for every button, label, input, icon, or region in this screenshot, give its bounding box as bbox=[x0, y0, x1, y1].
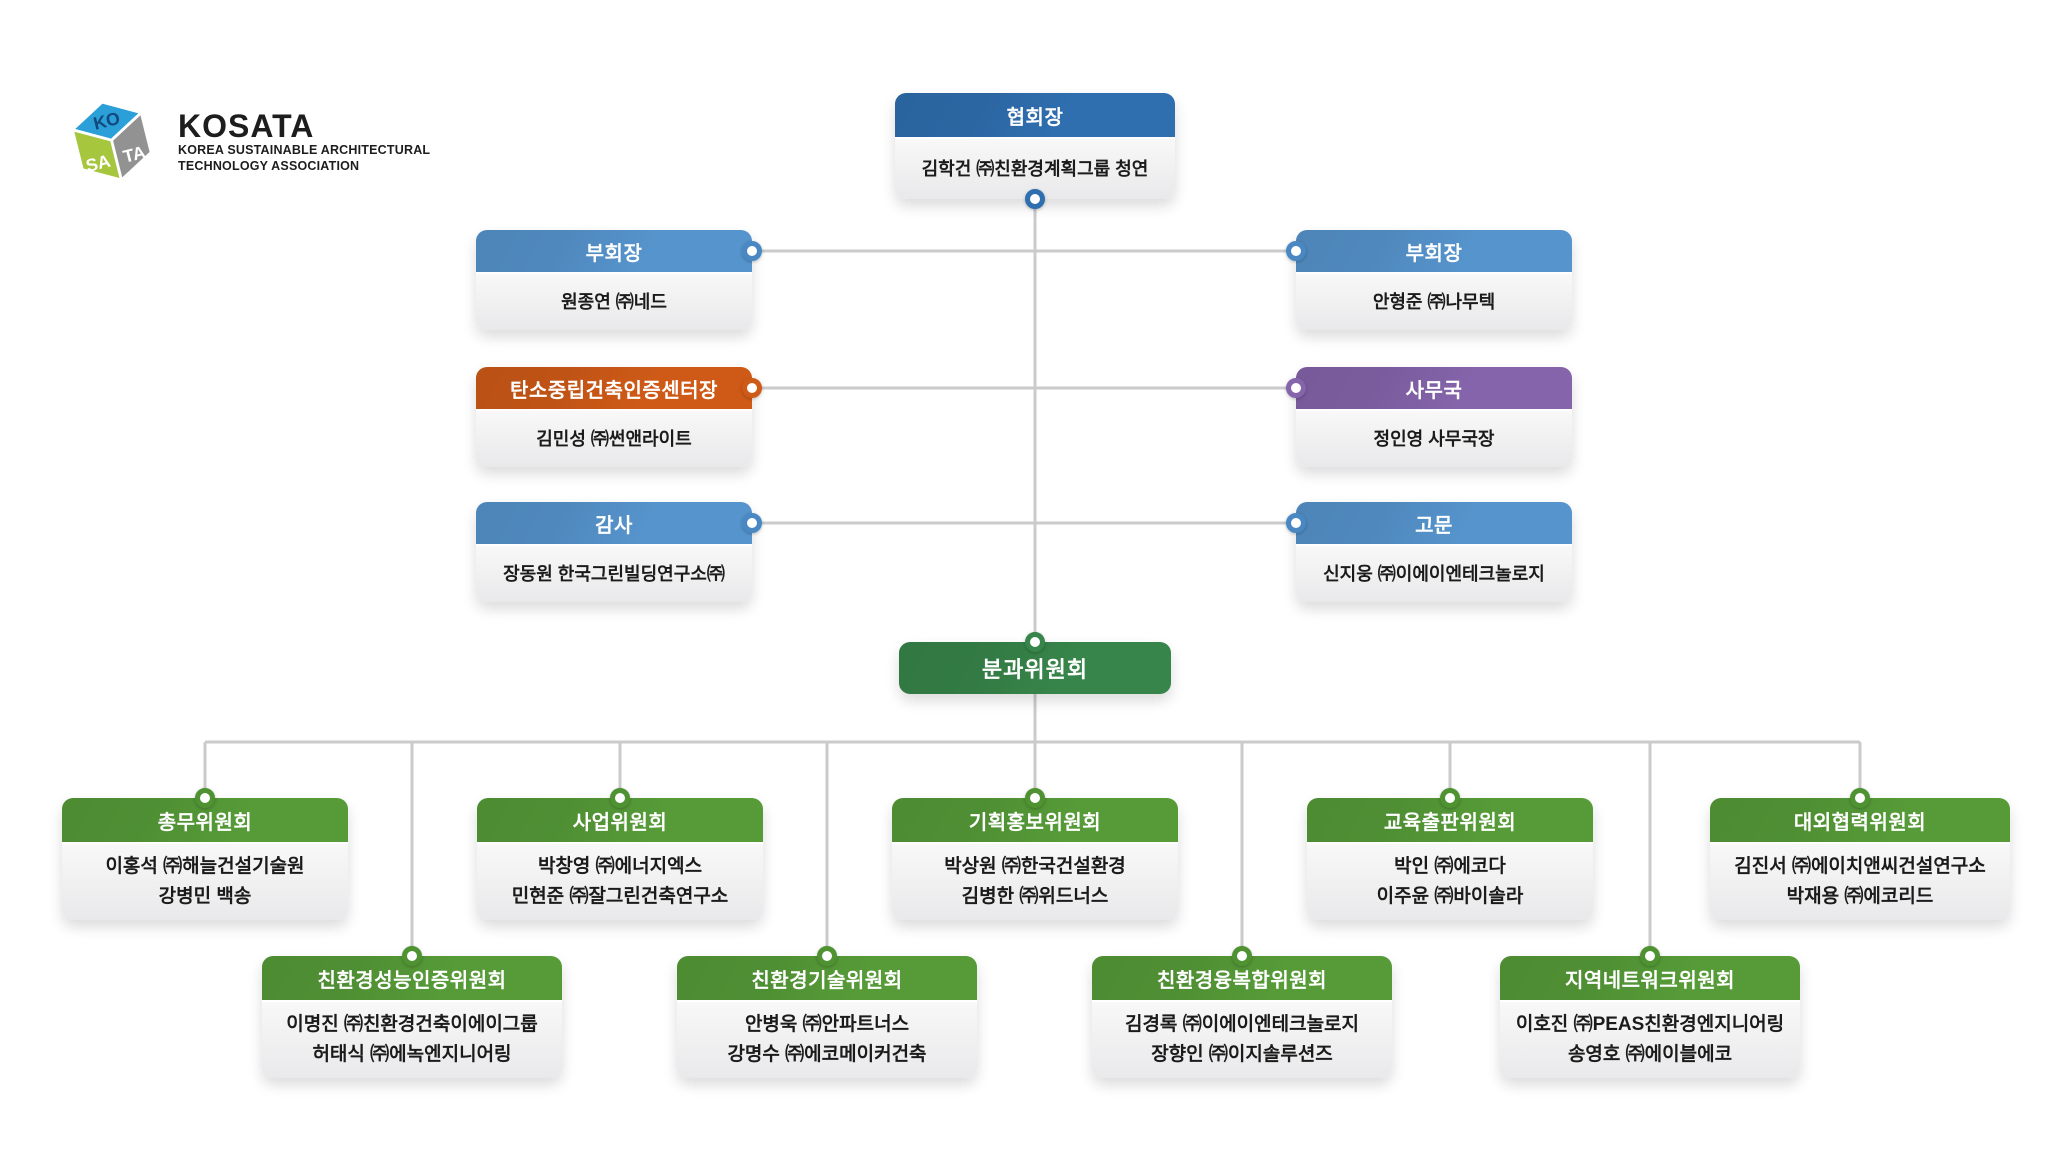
logo-subtitle-line1: KOREA SUSTAINABLE ARCHITECTURAL bbox=[178, 143, 431, 158]
connector-dot bbox=[1440, 788, 1460, 808]
node-vice-chairman-left: 부회장 원종연 ㈜네드 bbox=[476, 230, 762, 330]
connector-dot bbox=[817, 946, 837, 966]
node-member: 장동원 한국그린빌딩연구소㈜ bbox=[476, 544, 752, 602]
committee-title: 친환경융복합위원회 bbox=[1092, 956, 1392, 1000]
node-title: 부회장 bbox=[476, 230, 752, 272]
node-member: 김학건 ㈜친환경계획그룹 청연 bbox=[895, 137, 1175, 199]
connector-dot bbox=[1850, 788, 1870, 808]
committee-members: 이홍석 ㈜해늘건설기술원 강병민 백송 bbox=[62, 842, 348, 920]
node-title: 탄소중립건축인증센터장 bbox=[476, 367, 752, 409]
committee-members: 안병욱 ㈜안파트너스 강명수 ㈜에코메이커건축 bbox=[677, 1000, 977, 1078]
node-president: 협회장 김학건 ㈜친환경계획그룹 청연 bbox=[895, 93, 1175, 209]
node-division-committees: 분과위원회 bbox=[899, 632, 1171, 694]
committee-members: 박창영 ㈜에너지엑스 민현준 ㈜잘그린건축연구소 bbox=[477, 842, 763, 920]
committee-general-affairs: 총무위원회 이홍석 ㈜해늘건설기술원 강병민 백송 bbox=[62, 788, 348, 920]
committee-external-cooperation: 대외협력위원회 김진서 ㈜에이치앤씨건설연구소 박재용 ㈜에코리드 bbox=[1710, 788, 2010, 920]
committee-eco-performance-cert: 친환경성능인증위원회 이명진 ㈜친환경건축이에이그룹 허태식 ㈜에녹엔지니어링 bbox=[262, 946, 562, 1078]
connector-dot bbox=[1025, 632, 1045, 652]
node-member: 안형준 ㈜나무텍 bbox=[1296, 272, 1572, 330]
node-title: 부회장 bbox=[1296, 230, 1572, 272]
committee-members: 박인 ㈜에코다 이주윤 ㈜바이솔라 bbox=[1307, 842, 1593, 920]
connector-dot bbox=[742, 513, 762, 533]
node-member: 정인영 사무국장 bbox=[1296, 409, 1572, 467]
node-carbon-neutral-center: 탄소중립건축인증센터장 김민성 ㈜썬앤라이트 bbox=[476, 367, 762, 467]
node-title: 분과위원회 bbox=[981, 657, 1089, 682]
kosata-logo: KO SA TA KOSATA KOREA SUSTAINABLE ARCHIT… bbox=[60, 86, 430, 198]
node-title: 사무국 bbox=[1296, 367, 1572, 409]
connector-dot bbox=[1232, 946, 1252, 966]
node-member: 신지웅 ㈜이에이엔테크놀로지 bbox=[1296, 544, 1572, 602]
committee-members: 이명진 ㈜친환경건축이에이그룹 허태식 ㈜에녹엔지니어링 bbox=[262, 1000, 562, 1078]
connector-dot bbox=[195, 788, 215, 808]
node-advisor: 고문 신지웅 ㈜이에이엔테크놀로지 bbox=[1286, 502, 1572, 602]
node-member: 김민성 ㈜썬앤라이트 bbox=[476, 409, 752, 467]
node-auditor: 감사 장동원 한국그린빌딩연구소㈜ bbox=[476, 502, 762, 602]
logo-text: KOSATA KOREA SUSTAINABLE ARCHITECTURAL T… bbox=[178, 107, 431, 175]
connector-dot bbox=[1286, 378, 1306, 398]
node-secretariat: 사무국 정인영 사무국장 bbox=[1286, 367, 1572, 467]
node-title: 협회장 bbox=[895, 93, 1175, 137]
connector-dot bbox=[610, 788, 630, 808]
logo-subtitle-line2: TECHNOLOGY ASSOCIATION bbox=[178, 158, 360, 173]
node-title: 감사 bbox=[476, 502, 752, 544]
committee-education-publishing: 교육출판위원회 박인 ㈜에코다 이주윤 ㈜바이솔라 bbox=[1307, 788, 1593, 920]
connector-dot bbox=[402, 946, 422, 966]
committee-title: 대외협력위원회 bbox=[1710, 798, 2010, 842]
committee-eco-convergence: 친환경융복합위원회 김경록 ㈜이에이엔테크놀로지 장향인 ㈜이지솔루션즈 bbox=[1092, 946, 1392, 1078]
connector-dot bbox=[1286, 513, 1306, 533]
node-title: 고문 bbox=[1296, 502, 1572, 544]
committee-eco-technology: 친환경기술위원회 안병욱 ㈜안파트너스 강명수 ㈜에코메이커건축 bbox=[677, 946, 977, 1078]
logo-title: KOSATA bbox=[178, 107, 315, 144]
committee-business: 사업위원회 박창영 ㈜에너지엑스 민현준 ㈜잘그린건축연구소 bbox=[477, 788, 763, 920]
committee-members: 김경록 ㈜이에이엔테크놀로지 장향인 ㈜이지솔루션즈 bbox=[1092, 1000, 1392, 1078]
committee-members: 김진서 ㈜에이치앤씨건설연구소 박재용 ㈜에코리드 bbox=[1710, 842, 2010, 920]
connector-dot bbox=[1025, 189, 1045, 209]
committee-planning-pr: 기획홍보위원회 박상원 ㈜한국건설환경 김병한 ㈜위드너스 bbox=[892, 788, 1178, 920]
kosata-cube-icon: KO SA TA bbox=[70, 100, 153, 182]
connector-dot bbox=[1286, 241, 1306, 261]
node-member: 원종연 ㈜네드 bbox=[476, 272, 752, 330]
connector-dot bbox=[742, 241, 762, 261]
connector-dot bbox=[1640, 946, 1660, 966]
connector-dot bbox=[1025, 788, 1045, 808]
connector-dot bbox=[742, 378, 762, 398]
committee-members: 이호진 ㈜PEAS친환경엔지니어링 송영호 ㈜에이블에코 bbox=[1500, 1000, 1800, 1078]
committee-regional-network: 지역네트워크위원회 이호진 ㈜PEAS친환경엔지니어링 송영호 ㈜에이블에코 bbox=[1500, 946, 1800, 1078]
committee-members: 박상원 ㈜한국건설환경 김병한 ㈜위드너스 bbox=[892, 842, 1178, 920]
node-vice-chairman-right: 부회장 안형준 ㈜나무텍 bbox=[1286, 230, 1572, 330]
